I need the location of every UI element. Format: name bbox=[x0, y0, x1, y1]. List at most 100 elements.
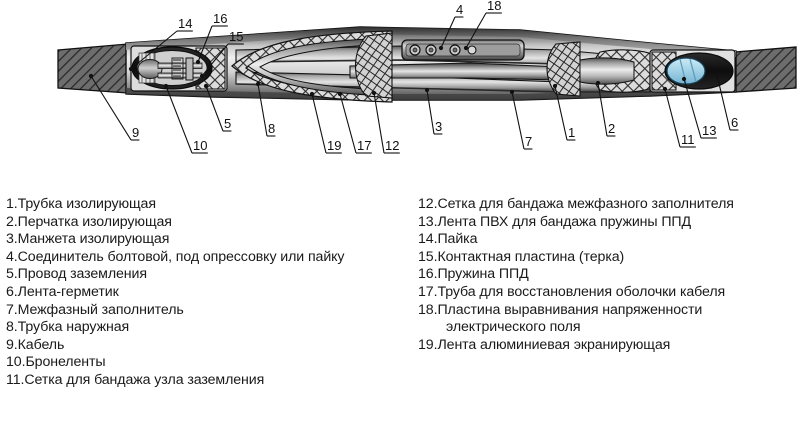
callout-number: 7 bbox=[525, 134, 532, 149]
callout-number: 8 bbox=[268, 121, 275, 136]
legend-item-label: Сетка для бандажа межфазного заполнителя bbox=[437, 196, 734, 212]
callout-leader-line bbox=[130, 30, 178, 70]
grounding-assembly-left bbox=[130, 45, 228, 92]
legend-item-number: 5. bbox=[6, 266, 18, 283]
legend-item-label: Труба для восстановления оболочки кабеля bbox=[437, 283, 726, 300]
callout-leader-line bbox=[205, 85, 224, 132]
callout-anchor-dot bbox=[424, 87, 430, 93]
legend-item-number: 7. bbox=[6, 301, 18, 318]
legend-item: 2.Перчатка изолирующая bbox=[6, 214, 414, 232]
callout-5: 5 bbox=[203, 83, 232, 132]
cable-right-armour bbox=[734, 46, 797, 93]
callout-anchor-dot bbox=[128, 66, 134, 72]
callout-anchor-dot bbox=[371, 90, 377, 96]
legend-item-number: 18. bbox=[418, 301, 438, 318]
callout-leader-line bbox=[373, 92, 385, 154]
legend-item: 12.Сетка для бандажа межфазного заполнит… bbox=[418, 196, 800, 214]
callout-7: 7 bbox=[509, 89, 533, 150]
callout-anchor-dot bbox=[195, 59, 201, 65]
stress-plate-18 bbox=[467, 45, 477, 55]
glove-mesh-outer-19 bbox=[231, 30, 393, 103]
legend-item-number: 13. bbox=[418, 213, 438, 230]
callout-16: 16 bbox=[195, 11, 228, 65]
legend-item-number: 6. bbox=[6, 283, 18, 300]
callout-number: 3 bbox=[435, 119, 442, 134]
callout-number: 9 bbox=[132, 125, 139, 140]
callout-anchor-dot bbox=[309, 91, 315, 97]
legend-item-number: 1. bbox=[6, 196, 18, 212]
legend-item: 3.Манжета изолирующая bbox=[6, 231, 414, 249]
callout-anchor-dot bbox=[662, 86, 668, 92]
legend-item-label: Соединитель болтовой, под опрессовку или… bbox=[17, 248, 345, 265]
interphase-mesh-12 bbox=[355, 32, 393, 99]
callout-anchor-dot bbox=[255, 81, 261, 87]
callout-8: 8 bbox=[255, 81, 276, 137]
legend-item: 8.Трубка наружная bbox=[6, 319, 414, 337]
callout-11: 11 bbox=[662, 86, 696, 148]
legend-item: 6.Лента-герметик bbox=[6, 284, 414, 302]
legend-item-number: 10. bbox=[6, 354, 26, 371]
legend-item-label: Лента алюминиевая экранирующая bbox=[437, 336, 671, 353]
legend-item-label: Кабель bbox=[17, 336, 65, 353]
outer-sleeve-bottom-shade bbox=[126, 86, 736, 100]
legend-column-right: 12.Сетка для бандажа межфазного заполнит… bbox=[418, 196, 800, 354]
callout-leader-line bbox=[664, 88, 681, 148]
legend-item: 10.Бронеленты bbox=[6, 354, 414, 372]
callout-leader-line bbox=[683, 78, 702, 139]
legend-item-number: 16. bbox=[418, 266, 438, 283]
legend-item: 16.Пружина ППД bbox=[418, 266, 800, 284]
ppd-spring-16 bbox=[171, 57, 184, 80]
callout-13: 13 bbox=[681, 76, 717, 139]
legend-item-label: Пружина ППД bbox=[437, 266, 529, 283]
legend-item: 19.Лента алюминиевая экранирующая bbox=[418, 337, 800, 355]
callout-number: 12 bbox=[385, 138, 399, 153]
legend-item: 13.Лента ПВХ для бандажа пружины ППД bbox=[418, 214, 800, 232]
legend-item: 4.Соединитель болтовой, под опрессовку и… bbox=[6, 249, 414, 267]
callout-number: 2 bbox=[608, 121, 615, 136]
insulating-glove-2-right bbox=[546, 41, 653, 97]
legend-item-label: Пластина выравнивания напряженности bbox=[437, 301, 703, 318]
callout-6: 6 bbox=[714, 72, 739, 131]
outer-sleeve-top-shade bbox=[126, 27, 736, 57]
legend-item: 15.Контактная пластина (терка) bbox=[418, 249, 800, 267]
callout-17: 17 bbox=[337, 91, 372, 154]
callout-leader-line bbox=[554, 85, 568, 141]
callout-2: 2 bbox=[595, 80, 616, 137]
callout-4: 4 bbox=[438, 2, 464, 51]
callout-anchor-dot bbox=[714, 72, 720, 78]
legend-item-label: Трубка наружная bbox=[17, 319, 130, 336]
callout-number: 10 bbox=[193, 138, 207, 153]
callout-leader-line bbox=[90, 75, 132, 141]
legend-item-label: Лента ПВХ для бандажа пружины ППД bbox=[437, 213, 692, 230]
callout-anchor-dot bbox=[681, 76, 687, 82]
legend-item-number: 9. bbox=[6, 336, 18, 353]
callout-leader-line bbox=[716, 74, 731, 131]
callout-number: 1 bbox=[568, 125, 575, 140]
insulating-glove-2-left bbox=[231, 30, 393, 103]
glove-body-17 bbox=[247, 37, 393, 97]
callout-leader-line bbox=[339, 93, 357, 154]
grounding-assembly-right bbox=[649, 49, 736, 93]
callout-number: 18 bbox=[487, 0, 501, 13]
callout-leader-line bbox=[511, 91, 525, 150]
legend-item: 9.Кабель bbox=[6, 337, 414, 355]
callout-1: 1 bbox=[552, 83, 576, 141]
callout-leader-line bbox=[597, 82, 608, 137]
callout-9: 9 bbox=[88, 73, 140, 141]
callout-18: 18 bbox=[463, 0, 502, 51]
legend-item: 18.Пластина выравнивания напряженности bbox=[418, 302, 800, 320]
contact-plate-15 bbox=[185, 57, 194, 81]
legend-item-number: 2. bbox=[6, 213, 18, 230]
callout-number: 17 bbox=[357, 138, 371, 153]
bolted-connector-4 bbox=[401, 39, 525, 61]
callout-number: 16 bbox=[213, 11, 227, 26]
connector-inner bbox=[405, 43, 521, 57]
legend-item-label: Перчатка изолирующая bbox=[17, 213, 172, 230]
cable-left-armour bbox=[57, 43, 129, 94]
legend-item-label: Трубка изолирующая bbox=[17, 196, 156, 212]
interphase-filler-7 bbox=[579, 57, 635, 85]
